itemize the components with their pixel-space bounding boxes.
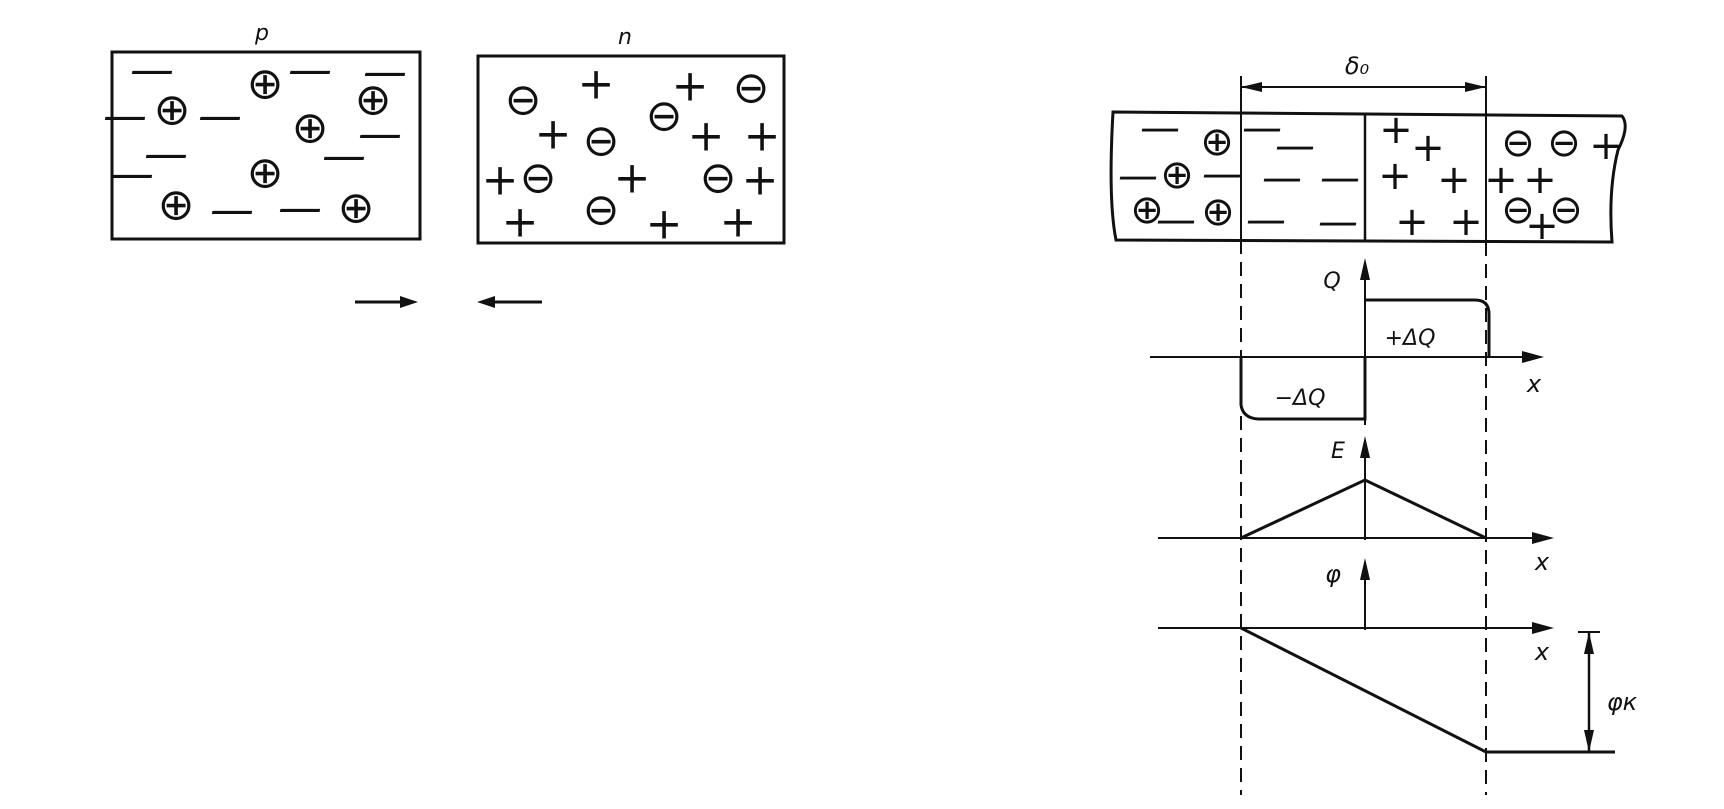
- minus-sign-icon: —: [288, 45, 332, 96]
- minus-sign-icon: —: [1242, 105, 1282, 151]
- circled-minus-icon: ⊖: [1501, 187, 1535, 233]
- circled-minus-icon: ⊖: [700, 153, 737, 204]
- circled-minus-icon: ⊖: [520, 153, 557, 204]
- junction-charges: —⊕———⊕———⊕—⊕——++++++⊖⊖+++⊖⊖+: [1118, 105, 1623, 249]
- plus-sign-icon: +: [1395, 199, 1429, 245]
- plus-sign-icon: +: [1379, 107, 1413, 153]
- minus-sign-icon: —: [278, 183, 322, 234]
- diffusion-arrow-left-icon: [477, 296, 542, 308]
- p-region-label: p: [254, 21, 269, 46]
- plus-sign-icon: +: [742, 155, 779, 206]
- contact-potential-label: φк: [1607, 688, 1638, 716]
- e-axis-label: E: [1331, 439, 1345, 464]
- n-block-charges: ⊖++⊖⊖+⊖+++⊖+⊖++⊖++: [482, 59, 781, 250]
- minus-sign-icon: —: [210, 185, 254, 236]
- circled-minus-icon: ⊖: [505, 75, 542, 126]
- circled-minus-icon: ⊖: [1547, 120, 1581, 166]
- contact-potential-arrow-icon: [1578, 631, 1600, 752]
- x-axis-label-phi: x: [1534, 638, 1550, 666]
- plus-sign-icon: +: [1378, 153, 1412, 199]
- minus-sign-icon: —: [144, 129, 188, 180]
- n-block: [476, 54, 786, 245]
- x-axis-label-q: x: [1526, 370, 1542, 398]
- depletion-width-arrow-icon: [1241, 82, 1486, 92]
- circled-plus-icon: ⊕: [154, 85, 191, 136]
- plus-sign-icon: +: [646, 199, 683, 250]
- minus-sign-icon: —: [110, 149, 154, 200]
- junction-block: [1109, 110, 1627, 244]
- potential-plot: φ x φк: [1158, 558, 1638, 754]
- plus-sign-icon: +: [688, 111, 725, 162]
- circled-minus-icon: ⊖: [733, 63, 770, 114]
- electric-field-plot: E x: [1158, 436, 1554, 576]
- phi-axis-label: φ: [1325, 560, 1341, 588]
- circled-plus-icon: ⊕: [1201, 189, 1235, 235]
- circled-plus-icon: ⊕: [1200, 119, 1234, 165]
- minus-sign-icon: —: [1156, 197, 1196, 243]
- minus-sign-icon: —: [358, 109, 402, 160]
- separate-semiconductors: p n —⊕———⊕—⊕⊕————⊕⊕——⊕ ⊖++⊖⊖+⊖+++⊖+⊖++⊖+…: [103, 21, 786, 308]
- p-block-charges: —⊕———⊕—⊕⊕————⊕⊕——⊕: [103, 45, 407, 236]
- plus-sign-icon: +: [614, 153, 651, 204]
- plus-sign-icon: +: [1437, 157, 1471, 203]
- pn-junction: δ₀ —⊕———⊕———⊕—⊕——++++++⊖⊖+++⊖⊖+ Q +ΔQ −Δ…: [1109, 52, 1638, 795]
- plus-sign-icon: +: [1449, 199, 1483, 245]
- charge-density-plot: Q +ΔQ −ΔQ x: [1150, 258, 1544, 425]
- p-block: [110, 50, 422, 241]
- plus-sign-icon: +: [502, 197, 539, 248]
- circled-minus-icon: ⊖: [1501, 120, 1535, 166]
- minus-sign-icon: —: [1246, 197, 1286, 243]
- plus-sign-icon: +: [1484, 157, 1518, 203]
- minus-sign-icon: —: [1275, 123, 1315, 169]
- plus-sign-icon: +: [1411, 125, 1445, 171]
- plus-sign-icon: +: [1589, 123, 1623, 169]
- negative-charge-label: −ΔQ: [1275, 386, 1326, 411]
- plus-sign-icon: +: [672, 61, 709, 112]
- minus-sign-icon: —: [1202, 151, 1242, 197]
- plus-sign-icon: +: [482, 155, 519, 206]
- diffusion-arrow-right-icon: [355, 296, 418, 308]
- minus-sign-icon: —: [1318, 199, 1358, 245]
- minus-sign-icon: —: [130, 45, 174, 96]
- circled-plus-icon: ⊕: [292, 103, 329, 154]
- circled-plus-icon: ⊕: [158, 180, 195, 231]
- plus-sign-icon: +: [1525, 203, 1559, 249]
- minus-sign-icon: —: [363, 47, 407, 98]
- x-axis-label-e: x: [1534, 548, 1550, 576]
- circled-plus-icon: ⊕: [338, 183, 375, 234]
- positive-charge-label: +ΔQ: [1385, 326, 1436, 351]
- circled-minus-icon: ⊖: [583, 116, 620, 167]
- circled-plus-icon: ⊕: [1130, 187, 1164, 233]
- plus-sign-icon: +: [1523, 157, 1557, 203]
- minus-sign-icon: —: [198, 91, 242, 142]
- circled-minus-icon: ⊖: [583, 185, 620, 236]
- plus-sign-icon: +: [535, 109, 572, 160]
- minus-sign-icon: —: [1140, 105, 1180, 151]
- minus-sign-icon: —: [322, 131, 366, 182]
- minus-sign-icon: —: [1118, 153, 1158, 199]
- minus-sign-icon: —: [1262, 155, 1302, 201]
- plus-sign-icon: +: [744, 111, 781, 162]
- circled-plus-icon: ⊕: [247, 59, 284, 110]
- plus-sign-icon: +: [578, 59, 615, 110]
- minus-sign-icon: —: [1320, 155, 1360, 201]
- depletion-width-label: δ₀: [1345, 52, 1370, 80]
- q-axis-label: Q: [1323, 269, 1340, 294]
- plus-sign-icon: +: [720, 197, 757, 248]
- n-region-label: n: [618, 25, 632, 50]
- circled-minus-icon: ⊖: [646, 91, 683, 142]
- circled-plus-icon: ⊕: [355, 75, 392, 126]
- circled-minus-icon: ⊖: [1549, 187, 1583, 233]
- circled-plus-icon: ⊕: [1160, 152, 1194, 198]
- circled-plus-icon: ⊕: [247, 148, 284, 199]
- minus-sign-icon: —: [103, 91, 147, 142]
